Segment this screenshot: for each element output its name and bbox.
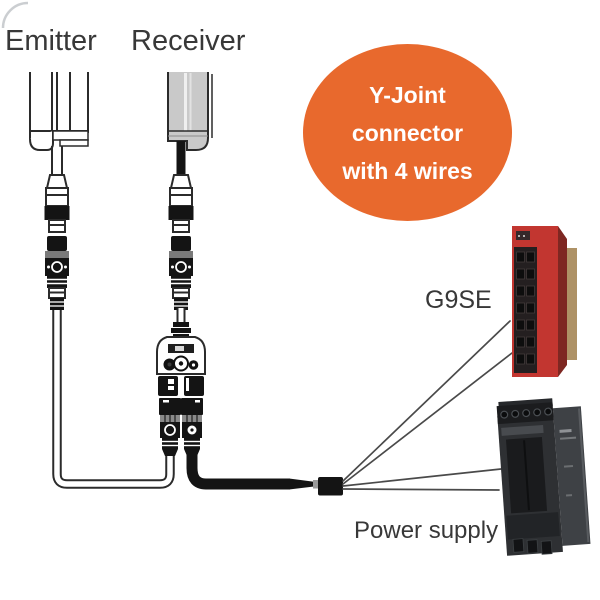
receiver-label: Receiver (131, 25, 246, 57)
cable-sleeve (318, 477, 343, 496)
emitter-device (29, 72, 89, 176)
wire-to-g9se-2 (342, 352, 513, 485)
rounded-corner-arc (1, 1, 29, 29)
power-supply-label: Power supply (354, 517, 499, 544)
psu-top-screws (500, 407, 553, 419)
cable-ferrule (313, 480, 318, 489)
y-joint-callout: Y-Joint connector with 4 wires (303, 44, 512, 221)
emitter-cable (52, 308, 175, 489)
callout-line-3: with 4 wires (342, 157, 473, 184)
g9se-terminal-cells (516, 251, 535, 365)
g9se-module (512, 226, 577, 377)
receiver-connector-pair (167, 174, 195, 311)
receiver-cable-stub (176, 141, 186, 176)
wire-to-g9se-1 (342, 320, 511, 482)
psu-bottom-screws (512, 538, 553, 555)
callout-line-2: connector (351, 119, 464, 146)
wire-to-power-1 (342, 468, 502, 487)
power-supply-module (496, 398, 591, 556)
psu-bottom-terminals (506, 512, 560, 540)
g9se-label: G9SE (425, 286, 492, 314)
branch-connector-right (180, 397, 204, 457)
wire-to-power-2 (342, 488, 500, 491)
breakout-wires (342, 320, 513, 491)
emitter-label: Emitter (5, 25, 97, 57)
trunk-cable (186, 454, 343, 496)
y-joint-connector (156, 322, 206, 396)
emitter-connector-pair (43, 174, 71, 311)
g9se-side-face (558, 226, 567, 377)
callout-line-1: Y-Joint (369, 81, 446, 108)
branch-connector-left (158, 397, 182, 457)
g9se-din-rail-edge (566, 248, 577, 360)
cable-taper (290, 478, 313, 490)
receiver-device (167, 72, 213, 176)
